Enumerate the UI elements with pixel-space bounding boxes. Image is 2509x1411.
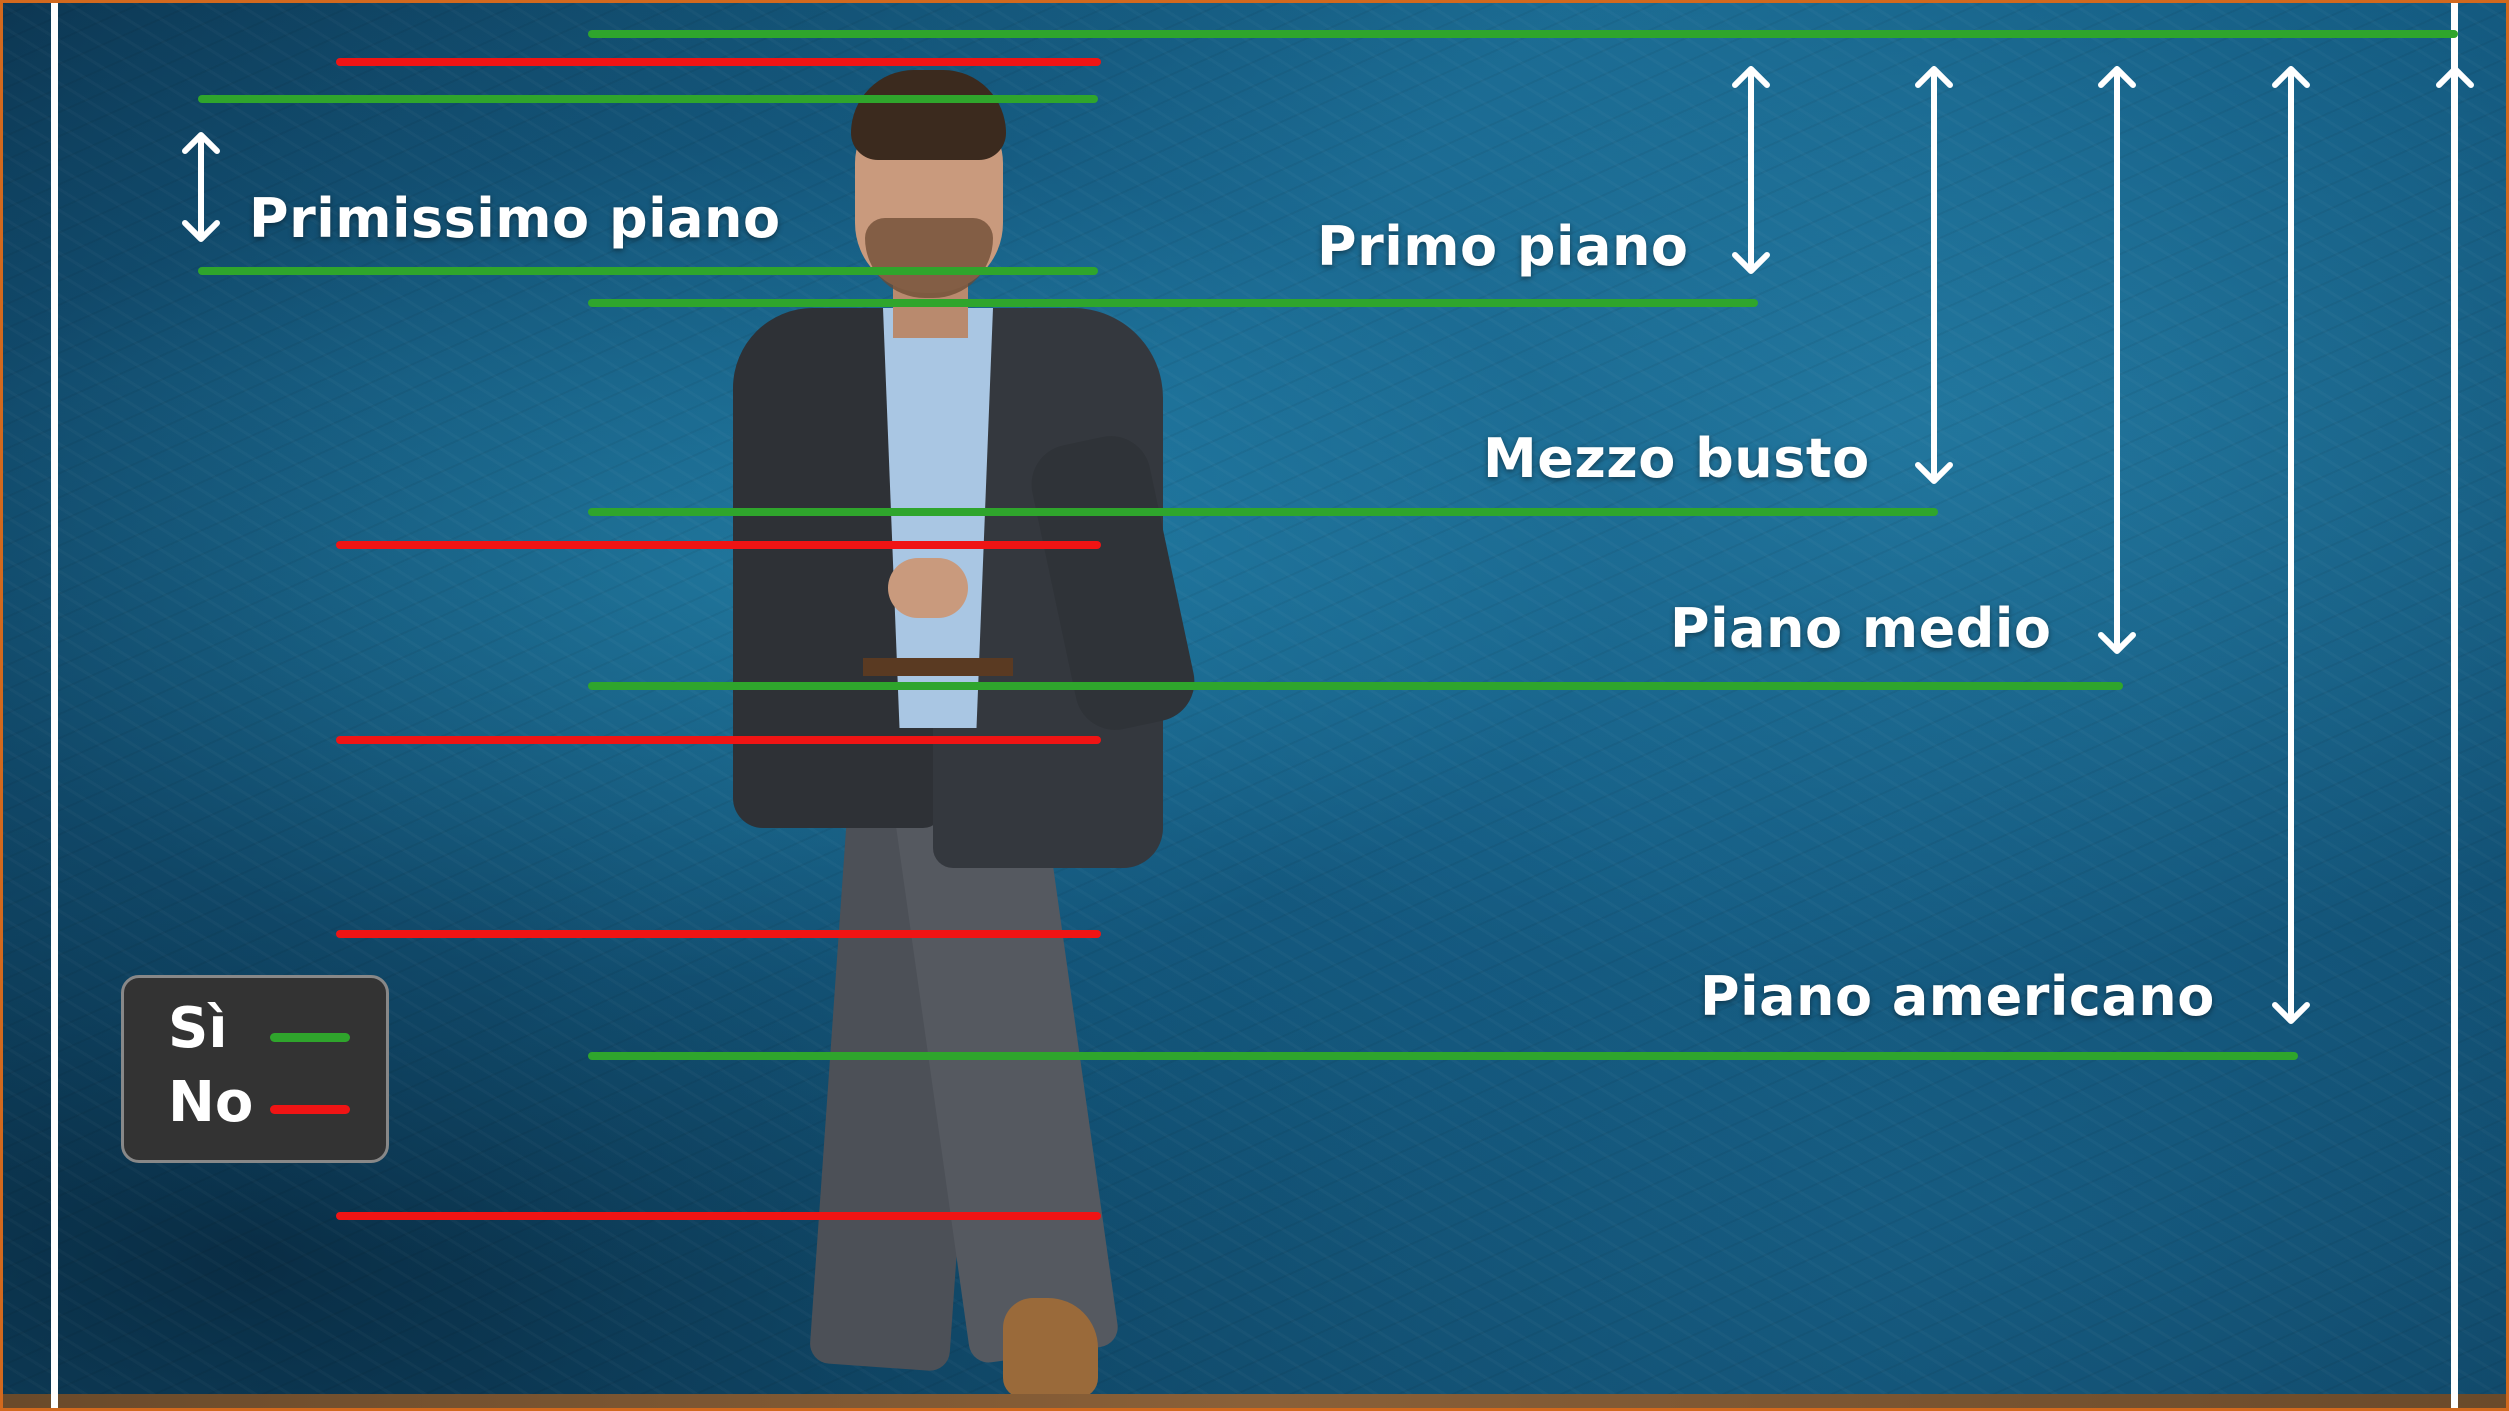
red-line-thigh (336, 930, 1101, 938)
red-line-chest (336, 541, 1101, 549)
legend-red-swatch (270, 1105, 350, 1114)
double-arrow-icon (2097, 65, 2137, 655)
green-line-piano-medio (588, 682, 2123, 690)
label-primo-piano: Primo piano (1317, 215, 1689, 278)
legend-no-label: No (168, 1070, 254, 1135)
green-line-primissimo-bottom (198, 267, 1098, 275)
green-line-top (588, 30, 2458, 38)
legend-box: Sì No (121, 975, 389, 1163)
double-arrow-icon (1731, 65, 1771, 275)
up-arrow-icon (2435, 65, 2475, 1408)
red-line-waist (336, 736, 1101, 744)
label-piano-medio: Piano medio (1670, 597, 2052, 660)
green-line-primo-piano (588, 299, 1758, 307)
double-arrow-icon (1914, 65, 1954, 485)
double-arrow-icon (181, 131, 221, 243)
green-line-primissimo-top (198, 95, 1098, 103)
legend-yes-label: Sì (168, 996, 228, 1061)
green-line-mezzo-busto (588, 508, 1938, 516)
floor-strip (3, 1394, 2506, 1408)
red-line-top (336, 58, 1101, 66)
man-in-suit-photo (603, 58, 1203, 1408)
left-frame-line (51, 3, 58, 1408)
red-line-knee (336, 1212, 1101, 1220)
label-mezzo-busto: Mezzo busto (1483, 427, 1870, 490)
label-piano-americano: Piano americano (1700, 965, 2215, 1028)
textured-wall-background (3, 3, 2506, 1408)
green-line-piano-americano (588, 1052, 2298, 1060)
label-primissimo-piano: Primissimo piano (249, 187, 781, 250)
double-arrow-icon (2271, 65, 2311, 1025)
legend-green-swatch (270, 1033, 350, 1042)
